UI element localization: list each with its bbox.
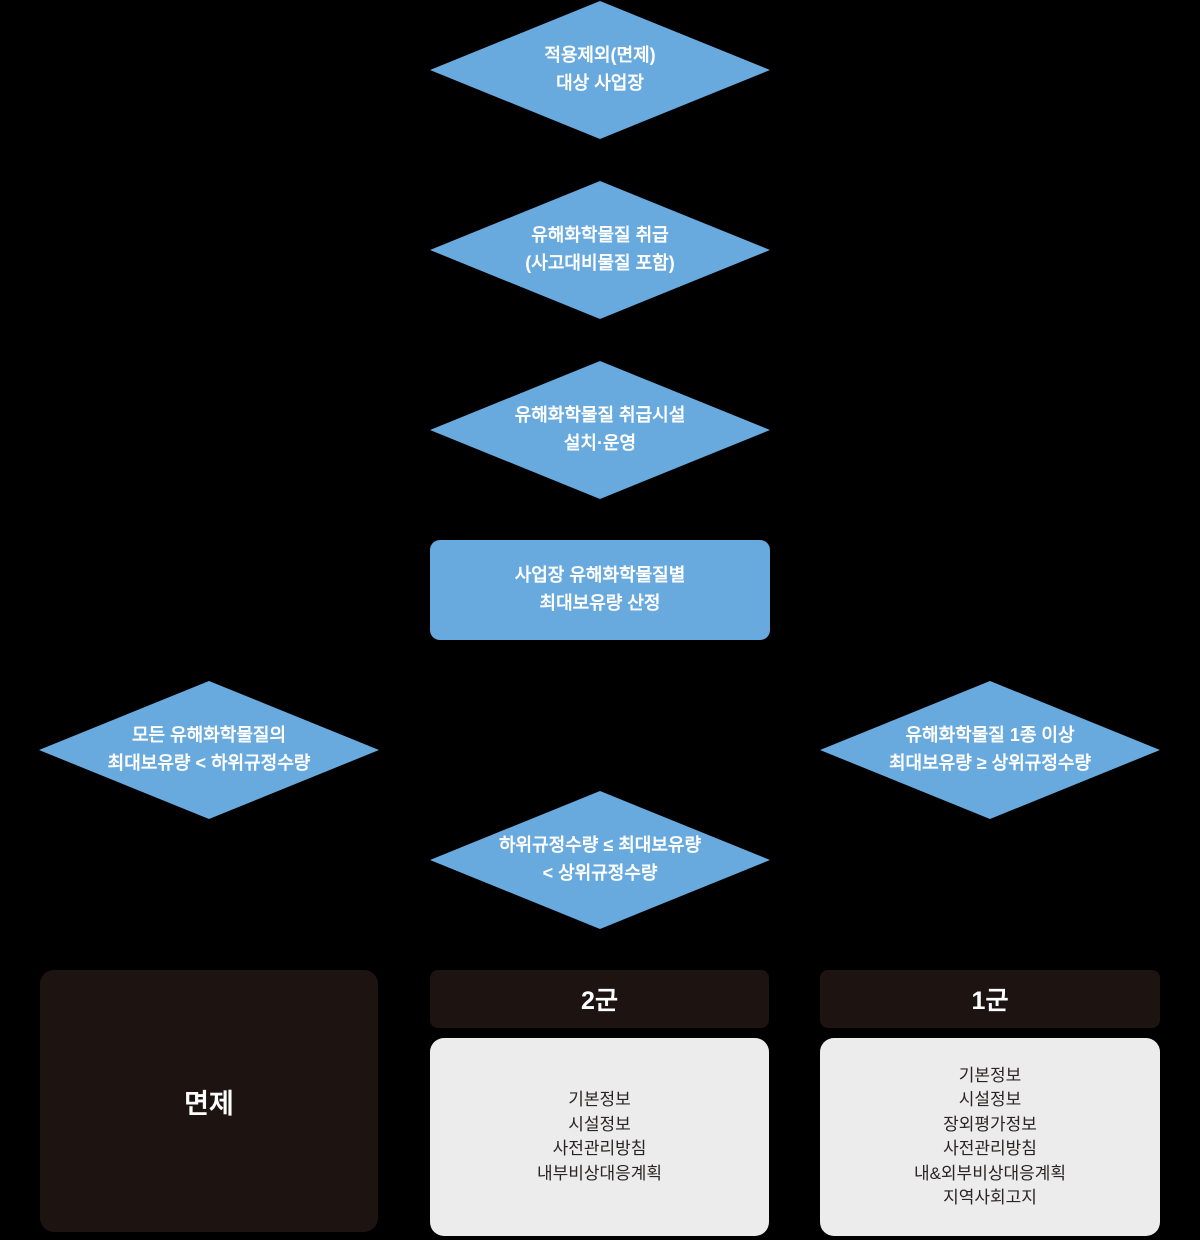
group1-item: 지역사회고지 <box>943 1188 1037 1207</box>
above-upper-line2: 최대보유량 ≥ 상위규정수량 <box>888 753 1092 773</box>
handling-diamond: 유해화학물질 취급 (사고대비물질 포함) <box>430 181 770 319</box>
exempt-label: 면제 <box>184 1088 234 1119</box>
facility-diamond: 유해화학물질 취급시설 설치·운영 <box>430 361 770 499</box>
group1-item: 시설정보 <box>958 1090 1022 1109</box>
exclusion-diamond-line2: 대상 사업장 <box>556 73 644 93</box>
group1-header: 1군 <box>820 970 1160 1028</box>
below-lower-quantity-diamond: 모든 유해화학물질의 최대보유량 < 하위규정수량 <box>39 681 379 819</box>
calc-rect-line2: 최대보유량 산정 <box>539 593 661 613</box>
above-upper-quantity-diamond: 유해화학물질 1종 이상 최대보유량 ≥ 상위규정수량 <box>820 681 1160 819</box>
group2-header: 2군 <box>430 970 769 1028</box>
handling-diamond-line1: 유해화학물질 취급 <box>531 225 669 246</box>
exclusion-diamond-line1: 적용제외(면제) <box>544 45 656 66</box>
below-lower-line2: 최대보유량 < 하위규정수량 <box>107 753 311 773</box>
group2-requirements-box: 기본정보 시설정보 사전관리방침 내부비상대응계획 <box>430 1038 769 1236</box>
group2-item: 사전관리방침 <box>552 1139 647 1158</box>
group2-item: 기본정보 <box>568 1090 631 1109</box>
calc-rect-line1: 사업장 유해화학물질별 <box>514 565 686 586</box>
group1-item: 기본정보 <box>958 1065 1022 1085</box>
facility-diamond-line1: 유해화학물질 취급시설 <box>514 405 686 426</box>
max-holding-calc-rect: 사업장 유해화학물질별 최대보유량 산정 <box>430 540 770 640</box>
exempt-outcome-box: 면제 <box>40 970 378 1232</box>
group2-item: 내부비상대응계획 <box>536 1163 663 1183</box>
exclusion-diamond: 적용제외(면제) 대상 사업장 <box>430 1 770 139</box>
handling-diamond-line2: (사고대비물질 포함) <box>525 253 675 273</box>
group1-item: 내&외부비상대응계획 <box>913 1163 1067 1183</box>
group2-header-label: 2군 <box>581 987 618 1015</box>
above-upper-line1: 유해화학물질 1종 이상 <box>905 725 1075 746</box>
below-lower-line1: 모든 유해화학물질의 <box>131 725 287 746</box>
between-line2: < 상위규정수량 <box>542 863 658 883</box>
group1-requirements-box: 기본정보 시설정보 장외평가정보 사전관리방침 내&외부비상대응계획 지역사회고… <box>820 1038 1160 1236</box>
group1-item: 사전관리방침 <box>943 1139 1037 1158</box>
between-line1: 하위규정수량 ≤ 최대보유량 <box>498 835 702 856</box>
group1-item: 장외평가정보 <box>943 1114 1037 1134</box>
group1-header-label: 1군 <box>971 987 1009 1015</box>
group2-item: 시설정보 <box>568 1114 631 1134</box>
between-quantities-diamond: 하위규정수량 ≤ 최대보유량 < 상위규정수량 <box>430 791 770 929</box>
facility-diamond-line2: 설치·운영 <box>563 433 637 453</box>
